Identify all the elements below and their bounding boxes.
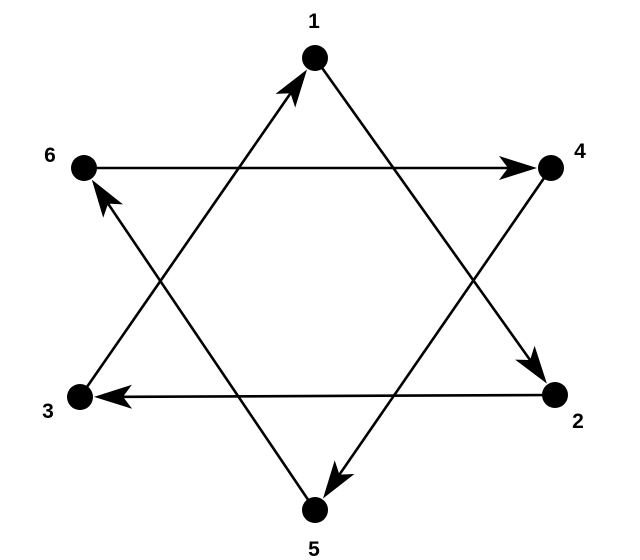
- edge-1-to-2: [313, 57, 543, 378]
- node-6: [71, 155, 97, 181]
- node-label-6: 6: [44, 144, 56, 167]
- edges-layer: [78, 57, 556, 511]
- edge-5-to-6: [95, 186, 317, 511]
- node-label-4: 4: [574, 140, 586, 163]
- edge-2-to-3: [102, 393, 556, 399]
- arrowhead-5-to-6: [91, 179, 123, 218]
- edge-3-to-1: [78, 76, 303, 398]
- node-5: [302, 497, 328, 523]
- node-label-2: 2: [572, 410, 584, 433]
- node-4: [538, 155, 564, 181]
- node-3: [67, 384, 93, 410]
- node-label-3: 3: [42, 400, 54, 423]
- arrowhead-6-to-4: [499, 156, 537, 180]
- arrowhead-1-to-2: [515, 345, 547, 384]
- labels-layer: 1 2 3 4 5 6: [42, 10, 586, 560]
- node-2: [542, 382, 568, 408]
- node-1: [302, 45, 328, 71]
- arrowhead-4-to-5: [323, 460, 355, 499]
- node-label-5: 5: [308, 538, 320, 560]
- arrowhead-2-to-3: [94, 384, 133, 409]
- nodes-layer: [67, 45, 568, 523]
- edge-4-to-5: [326, 167, 553, 492]
- arrowhead-3-to-1: [275, 69, 307, 108]
- node-label-1: 1: [308, 10, 320, 33]
